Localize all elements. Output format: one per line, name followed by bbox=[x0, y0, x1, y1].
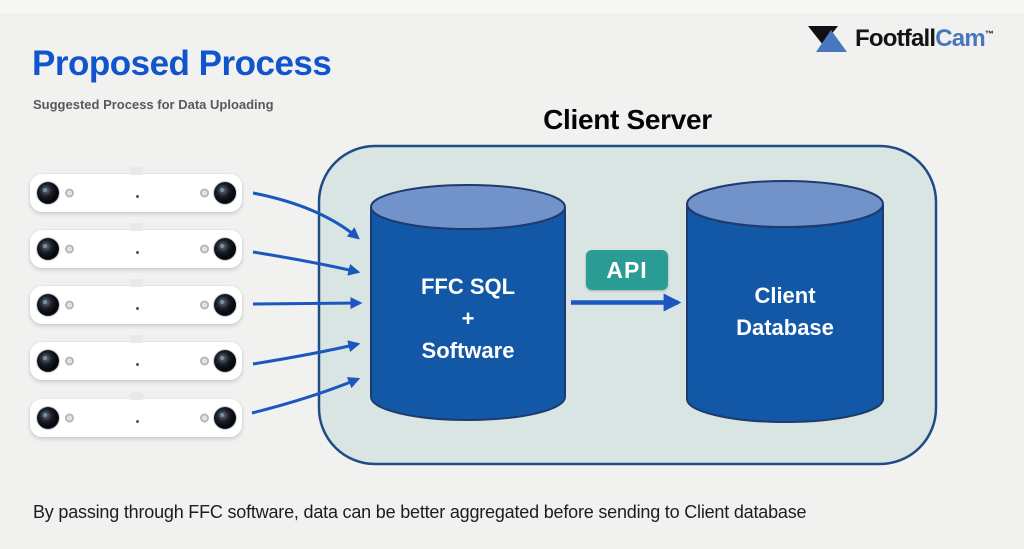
led-indicator-left bbox=[65, 244, 74, 254]
device-center-dot bbox=[136, 307, 139, 311]
people-counter-device bbox=[30, 335, 242, 380]
camera-lens-right-icon bbox=[214, 238, 236, 260]
client-server-label: Client Server bbox=[543, 104, 712, 135]
camera-lens-right-icon bbox=[214, 350, 236, 372]
device-center-dot bbox=[136, 195, 139, 199]
page-subtitle: Suggested Process for Data Uploading bbox=[33, 97, 274, 112]
api-badge: API bbox=[586, 250, 668, 290]
camera-lens-right-icon bbox=[214, 294, 236, 316]
led-indicator-right bbox=[200, 413, 209, 423]
footfallcam-logo-icon bbox=[808, 26, 847, 52]
device-arrow-3 bbox=[252, 297, 363, 310]
footer-note: By passing through FFC software, data ca… bbox=[33, 502, 807, 522]
camera-lens-right-icon bbox=[214, 182, 236, 204]
led-indicator-left bbox=[65, 356, 74, 366]
led-indicator-right bbox=[200, 188, 209, 198]
camera-lens-left-icon bbox=[37, 294, 59, 316]
device-mount-tab bbox=[129, 335, 144, 343]
footfallcam-logo-text: FootfallCam™ bbox=[855, 25, 994, 53]
device-arrow-5 bbox=[251, 377, 361, 415]
camera-lens-left-icon bbox=[37, 182, 59, 204]
led-indicator-right bbox=[200, 300, 209, 310]
page-title: Proposed Process bbox=[32, 44, 332, 83]
device-center-dot bbox=[136, 363, 139, 367]
ffc-database-label: FFC SQL + Software bbox=[371, 271, 565, 367]
logo-text-footfall: Footfall bbox=[855, 25, 936, 52]
camera-lens-left-icon bbox=[37, 407, 59, 429]
device-mount-tab bbox=[129, 167, 144, 175]
led-indicator-right bbox=[200, 356, 209, 366]
device-arrow-4 bbox=[252, 340, 361, 366]
logo-text-cam: Cam bbox=[935, 25, 985, 52]
people-counter-device bbox=[30, 223, 242, 268]
client-database-label-line1: Client bbox=[754, 283, 816, 308]
people-counter-device bbox=[30, 392, 242, 437]
camera-lens-right-icon bbox=[214, 407, 236, 429]
ffc-database-label-line1: FFC SQL bbox=[420, 274, 516, 299]
ffc-database-label-line3: Software bbox=[421, 338, 515, 363]
client-database-label-line2: Database bbox=[736, 315, 834, 340]
logo-triangle-blue bbox=[816, 30, 847, 52]
device-center-dot bbox=[136, 420, 139, 424]
people-counter-device bbox=[30, 279, 242, 324]
device-mount-tab bbox=[129, 223, 144, 231]
device-mount-tab bbox=[129, 279, 144, 287]
trademark-symbol: ™ bbox=[984, 29, 994, 39]
ffc-database-label-line2: + bbox=[461, 306, 475, 331]
camera-lens-left-icon bbox=[37, 350, 59, 372]
device-mount-tab bbox=[129, 392, 144, 400]
led-indicator-right bbox=[200, 244, 209, 254]
camera-lens-left-icon bbox=[37, 238, 59, 260]
people-counter-device bbox=[30, 167, 242, 212]
device-center-dot bbox=[136, 251, 139, 255]
led-indicator-left bbox=[65, 188, 74, 198]
led-indicator-left bbox=[65, 300, 74, 310]
client-database-cylinder-top bbox=[686, 180, 884, 228]
device-arrow-1 bbox=[252, 191, 360, 240]
device-arrow-2 bbox=[252, 250, 361, 276]
client-database-label: Client Database bbox=[687, 280, 883, 344]
ffc-database-cylinder-top bbox=[370, 184, 566, 230]
footfallcam-logo: FootfallCam™ bbox=[806, 24, 994, 54]
led-indicator-left bbox=[65, 413, 74, 423]
